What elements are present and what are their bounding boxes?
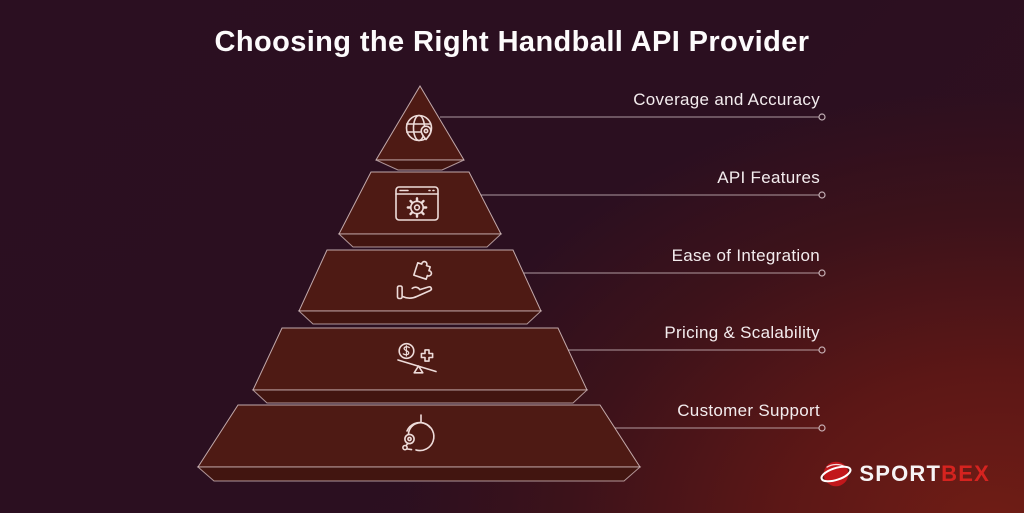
brand-name-primary: SPORT xyxy=(859,461,942,486)
brand-logo: SPORTBEX xyxy=(819,457,990,491)
page-title: Choosing the Right Handball API Provider xyxy=(214,26,810,58)
pyramid-level-2 xyxy=(337,171,503,248)
connector-lines xyxy=(440,113,826,432)
level-label-support: Customer Support xyxy=(677,401,820,420)
level-label-pricing: Pricing & Scalability xyxy=(664,323,820,342)
price-scale-icon xyxy=(397,342,437,374)
sportbex-ball-icon xyxy=(820,461,852,487)
pyramid-level-5 xyxy=(196,404,642,482)
pyramid-level-1 xyxy=(375,85,465,171)
brand-logo-text: SPORTBEX xyxy=(859,463,990,485)
brand-name-secondary: BEX xyxy=(941,461,990,486)
level-label-coverage: Coverage and Accuracy xyxy=(633,90,820,109)
hand-puzzle-icon xyxy=(396,260,433,300)
customer-support-icon xyxy=(402,414,435,452)
level-label-features: API Features xyxy=(717,168,820,187)
browser-gear-icon xyxy=(395,186,439,221)
globe-location-icon xyxy=(405,114,433,142)
pyramid-level-4 xyxy=(251,327,589,404)
pyramid-level-3 xyxy=(297,249,543,325)
level-label-integration: Ease of Integration xyxy=(671,246,820,265)
